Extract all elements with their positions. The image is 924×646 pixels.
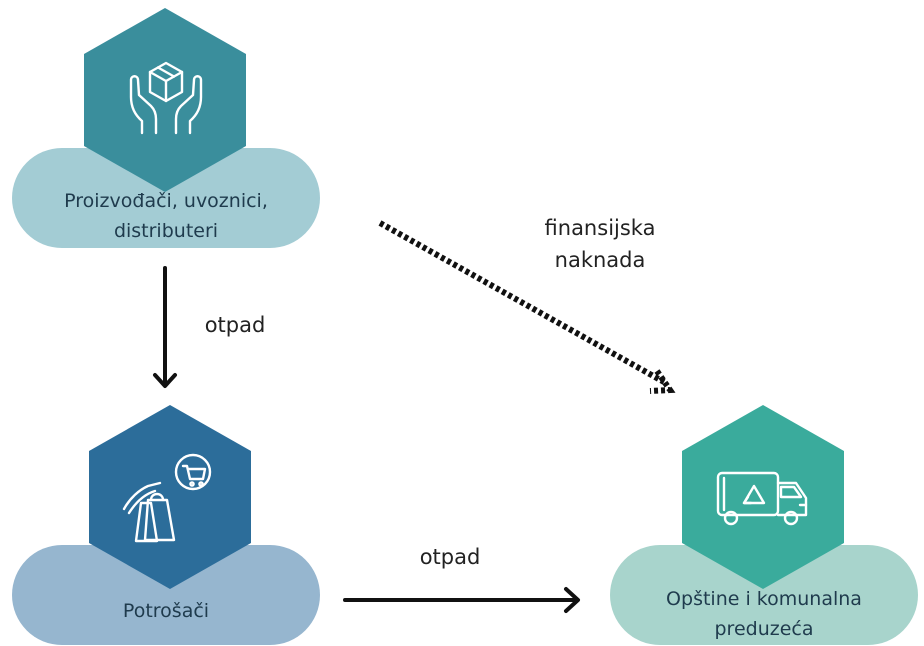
node-producers bbox=[12, 8, 320, 248]
producers-label-line1: Proizvođači, uvoznici, bbox=[64, 190, 268, 212]
hands-holding-box-icon bbox=[129, 61, 203, 135]
municipalities-label: Opštine i komunalna preduzeća bbox=[618, 584, 910, 644]
edge-label-financial-fee-line1: finansijska bbox=[544, 216, 656, 240]
edge-label-financial-fee-line2: naknada bbox=[554, 248, 646, 272]
consumers-label: Potrošači bbox=[122, 600, 210, 622]
recycling-truck-icon bbox=[716, 471, 808, 526]
edge-label-otpad-horizontal: otpad bbox=[419, 545, 481, 569]
edge-producers-to-municipalities bbox=[378, 220, 676, 394]
producers-label: Proizvođači, uvoznici, distributeri bbox=[20, 186, 312, 246]
municipalities-label-line1: Opštine i komunalna bbox=[666, 588, 862, 610]
dotted-arrowhead bbox=[649, 369, 676, 394]
node-consumers bbox=[12, 405, 320, 645]
dotted-arrow-shaft bbox=[378, 220, 666, 385]
right-arrowhead bbox=[564, 587, 580, 613]
hand-shopping-bags-icon bbox=[122, 453, 212, 543]
producers-pill bbox=[12, 148, 320, 248]
consumers-pill bbox=[12, 545, 320, 645]
edge-label-otpad-vertical: otpad bbox=[204, 313, 266, 337]
producers-label-line2: distributeri bbox=[113, 220, 219, 242]
edge-producers-to-consumers bbox=[153, 266, 177, 388]
municipalities-label-line2: preduzeća bbox=[714, 618, 814, 640]
node-municipalities bbox=[610, 405, 918, 645]
down-arrowhead bbox=[153, 373, 177, 388]
edge-consumers-to-municipalities bbox=[343, 587, 580, 613]
municipalities-hexagon bbox=[682, 405, 844, 589]
municipalities-pill bbox=[610, 545, 918, 645]
consumers-hexagon bbox=[89, 405, 251, 589]
edge-label-financial-fee: finansijska naknada bbox=[520, 212, 680, 276]
